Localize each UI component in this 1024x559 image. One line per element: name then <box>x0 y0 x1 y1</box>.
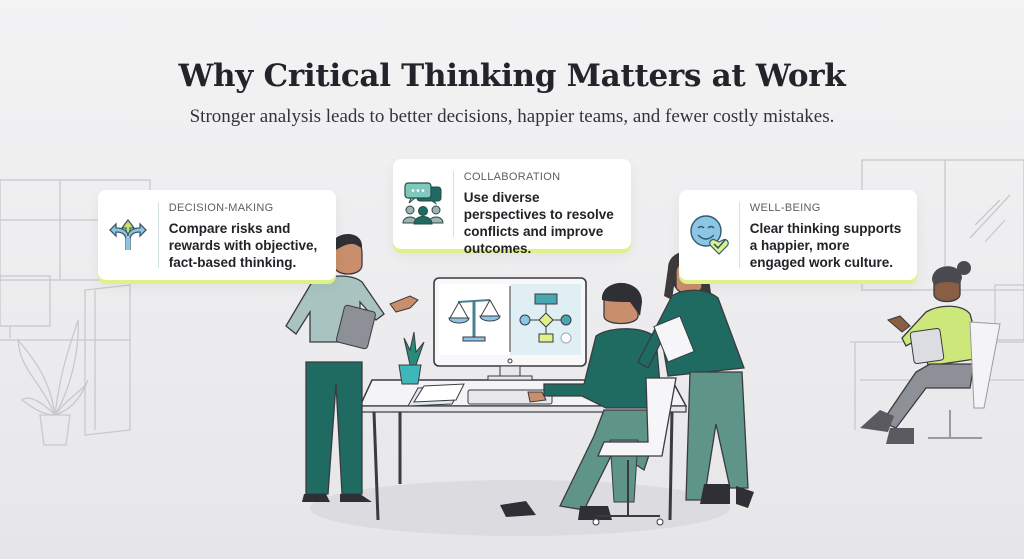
card-label: DECISION-MAKING <box>168 202 274 214</box>
card-description: Compare risks and rewards with objective… <box>168 221 318 270</box>
card-divider <box>158 202 159 268</box>
card-divider <box>453 171 454 237</box>
split-arrows-icon <box>98 190 158 252</box>
card-collaboration: COLLABORATION Use diverse perspectives t… <box>393 159 631 256</box>
team-chat-icon <box>393 159 453 225</box>
card-divider <box>739 202 740 268</box>
card-description: Clear thinking supports a happier, more … <box>749 221 902 270</box>
page-subtitle: Stronger analysis leads to better decisi… <box>189 106 835 127</box>
card-label: COLLABORATION <box>463 171 561 183</box>
card-description: Use diverse perspectives to resolve conf… <box>463 190 614 256</box>
card-well-being: WELL-BEING Clear thinking supports a hap… <box>679 190 917 280</box>
smiley-heart-icon <box>679 190 739 256</box>
card-decision-making: DECISION-MAKING Compare risks and reward… <box>98 190 336 280</box>
card-label: WELL-BEING <box>749 202 821 214</box>
page-title: Why Critical Thinking Matters at Work <box>178 58 846 94</box>
